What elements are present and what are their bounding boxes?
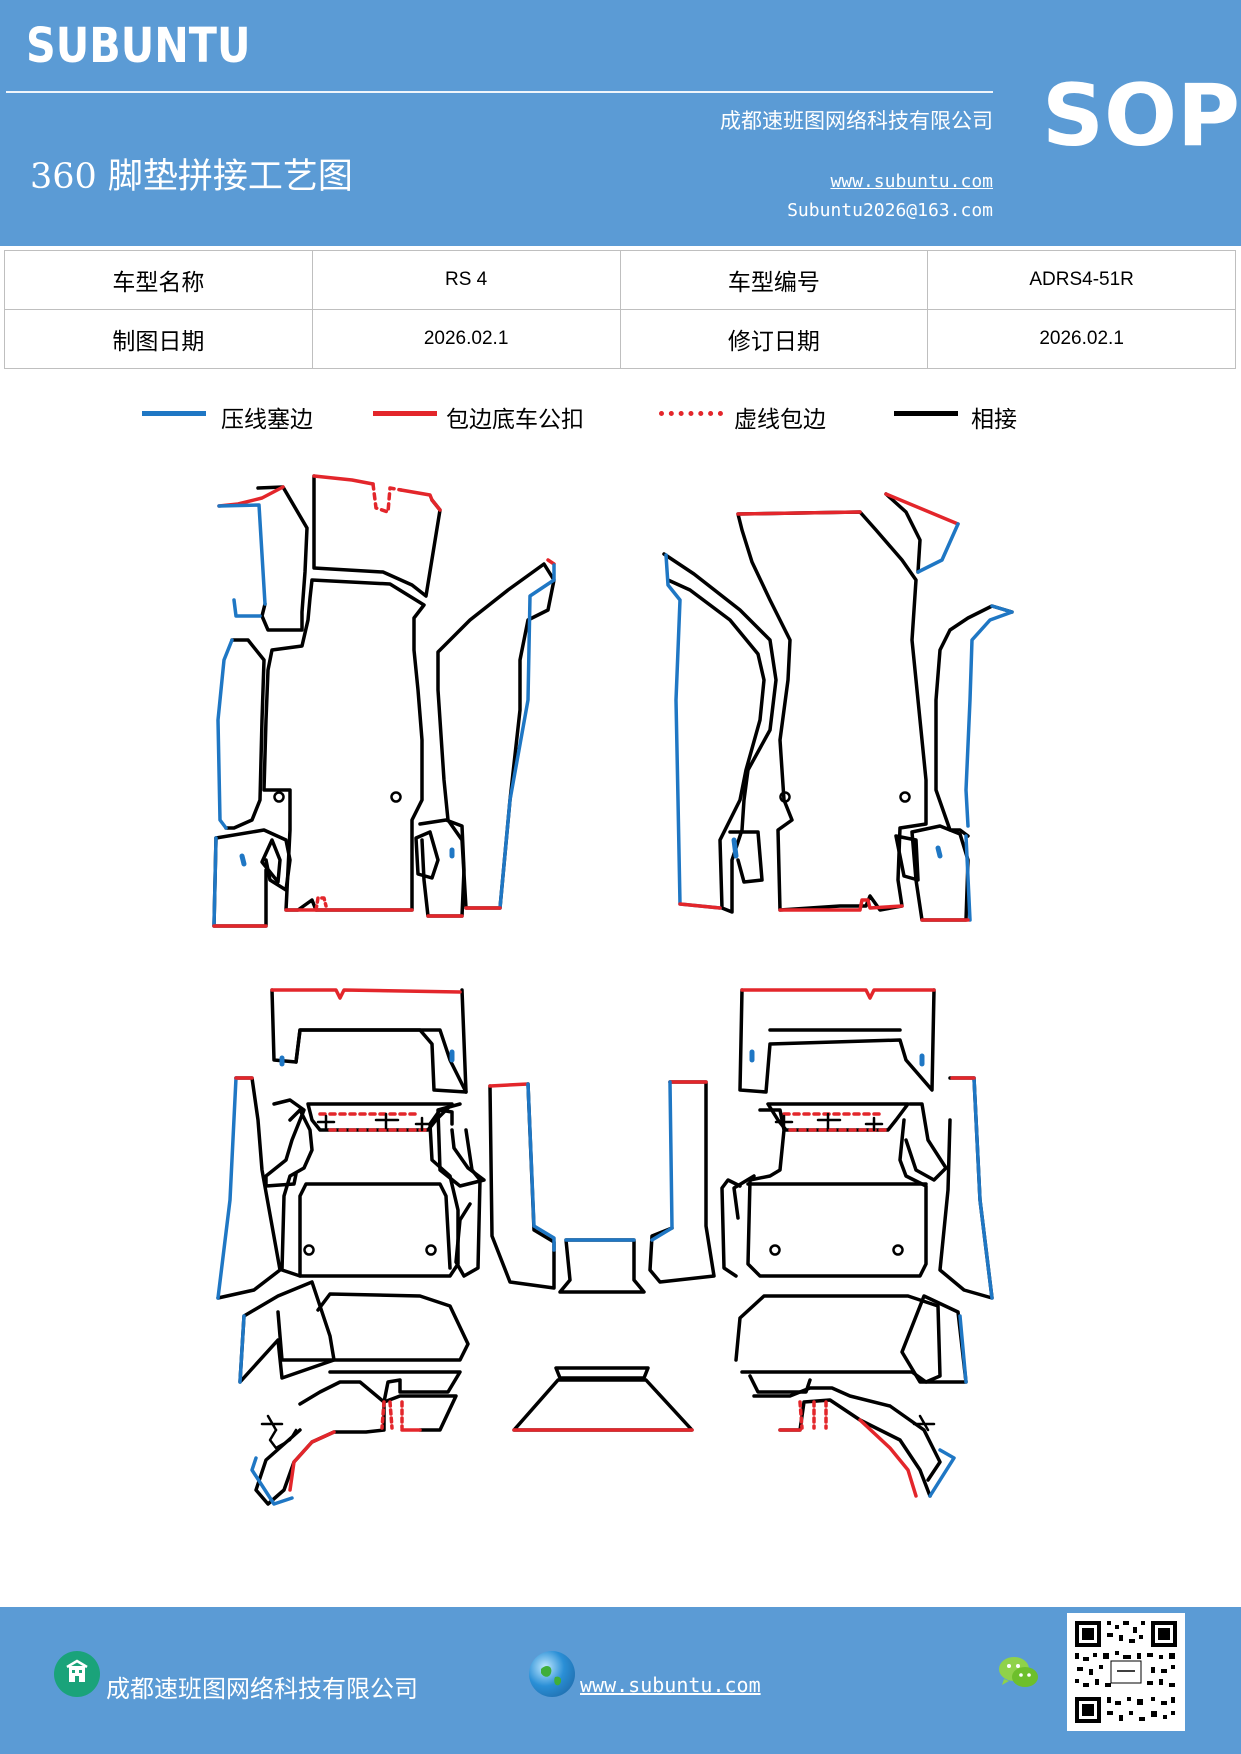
qr-code-icon bbox=[1067, 1613, 1185, 1731]
page-title: 360 脚垫拼接工艺图 bbox=[30, 157, 353, 197]
footer-website-link[interactable]: www.subuntu.com bbox=[580, 1673, 761, 1697]
table-row: 制图日期 2026.02.1 修订日期 2026.02.1 bbox=[4, 309, 1236, 369]
model-name-value: RS 4 bbox=[311, 250, 621, 310]
legend-swatch-red-dashed bbox=[659, 411, 723, 416]
company-name: 成都速班图网络科技有限公司 bbox=[720, 109, 993, 133]
revise-date-value: 2026.02.1 bbox=[927, 309, 1236, 369]
rear-right-mat-group bbox=[648, 988, 994, 1498]
draw-date-label: 制图日期 bbox=[4, 309, 313, 369]
draw-date-value: 2026.02.1 bbox=[311, 309, 621, 369]
footer-company-name: 成都速班图网络科技有限公司 bbox=[106, 1675, 418, 1703]
wechat-icon[interactable] bbox=[996, 1653, 1042, 1693]
email-address: Subuntu2026@163.com bbox=[787, 200, 993, 221]
legend-swatch-red bbox=[373, 411, 437, 416]
footer-banner: 成都速班图网络科技有限公司 www.subuntu.com bbox=[0, 1607, 1241, 1754]
legend: 压线塞边 包边底车公扣 虚线包边 相接 bbox=[0, 400, 1241, 440]
table-row: 车型名称 RS 4 车型编号 ADRS4-51R bbox=[4, 250, 1236, 310]
legend-label: 压线塞边 bbox=[221, 407, 313, 433]
front-right-mat-group bbox=[662, 492, 1014, 922]
model-name-label: 车型名称 bbox=[4, 250, 313, 310]
center-tunnel-group bbox=[512, 1238, 694, 1432]
brand-logo: SUBUNTU bbox=[26, 18, 251, 74]
building-icon bbox=[54, 1651, 100, 1697]
legend-swatch-black bbox=[894, 411, 958, 416]
header-banner: SUBUNTU SOP 成都速班图网络科技有限公司 360 脚垫拼接工艺图 ww… bbox=[0, 0, 1241, 246]
info-table: 车型名称 RS 4 车型编号 ADRS4-51R 制图日期 2026.02.1 … bbox=[4, 250, 1236, 369]
revise-date-label: 修订日期 bbox=[619, 309, 929, 369]
rear-left-mat-group bbox=[216, 988, 556, 1506]
model-code-label: 车型编号 bbox=[619, 250, 929, 310]
legend-label: 包边底车公扣 bbox=[446, 407, 584, 433]
model-code-value: ADRS4-51R bbox=[927, 250, 1236, 310]
legend-label: 虚线包边 bbox=[734, 407, 826, 433]
mat-assembly-diagram bbox=[212, 474, 1014, 1506]
front-left-mat-group bbox=[212, 474, 556, 928]
globe-icon bbox=[529, 1651, 575, 1697]
website-link[interactable]: www.subuntu.com bbox=[830, 171, 993, 192]
header-divider bbox=[6, 91, 993, 93]
sop-label: SOP bbox=[1042, 66, 1241, 166]
legend-swatch-blue bbox=[142, 411, 206, 416]
legend-label: 相接 bbox=[971, 407, 1017, 433]
